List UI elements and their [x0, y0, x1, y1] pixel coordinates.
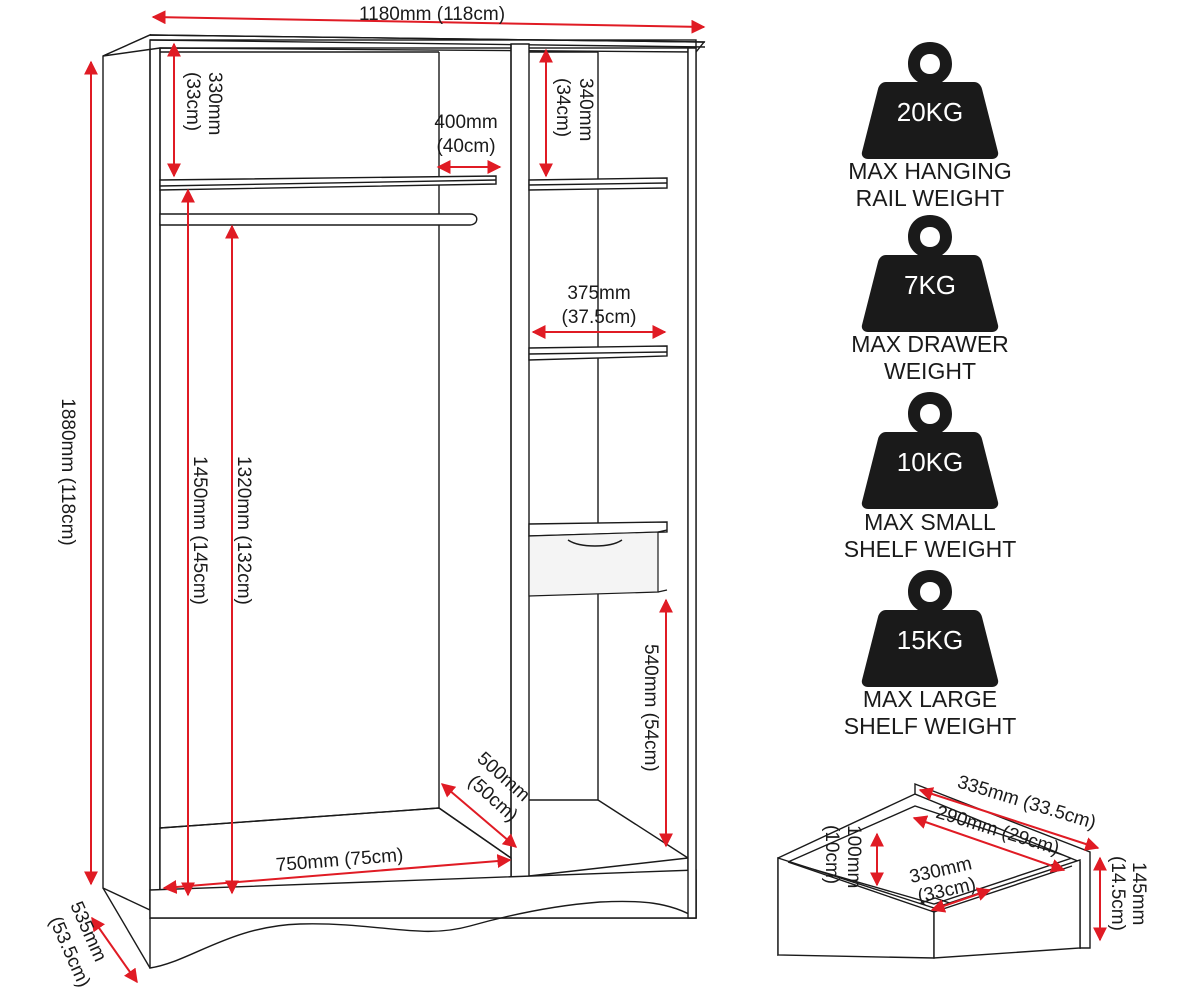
wardrobe-drawing	[102, 33, 706, 969]
drawer-outer-height-label-cm: (14.5cm)	[1107, 856, 1128, 931]
weight-panel: 20KG MAX HANGING RAIL WEIGHT 7KG MAX DRA…	[844, 42, 1017, 739]
weight-value: 20KG	[897, 97, 964, 127]
shelf-width-label-cm: (37.5cm)	[562, 307, 637, 328]
centre-divider	[510, 43, 530, 879]
weight-value: 7KG	[904, 270, 956, 300]
weight-label-line2: WEIGHT	[884, 358, 976, 384]
weight-label-line1: MAX SMALL	[864, 509, 996, 535]
hanging-rail	[159, 213, 478, 226]
drawer-inner-height-label-mm: 100mm	[843, 825, 864, 888]
top-right-label-cm: (34cm)	[552, 78, 573, 137]
top-left-label-cm: (33cm)	[182, 72, 203, 131]
weight-label-line1: MAX LARGE	[863, 686, 997, 712]
height-label: 1880mm (118cm)	[57, 398, 78, 545]
drawer-front	[528, 531, 659, 597]
drawer-inner-depth-arrow	[912, 815, 1066, 873]
weight-item-2: 7KG MAX DRAWER WEIGHT	[851, 215, 1009, 384]
plinth-shaped-base	[149, 900, 697, 969]
rail-depth-label-mm: 400mm	[434, 112, 497, 133]
rail-depth-label-cm: (40cm)	[436, 136, 495, 157]
drawer-inner-height-label-cm: (10cm)	[821, 825, 842, 884]
weight-label-line2: SHELF WEIGHT	[844, 713, 1017, 739]
weight-label-line2: SHELF WEIGHT	[844, 536, 1017, 562]
weight-item-1: 20KG MAX HANGING RAIL WEIGHT	[848, 42, 1012, 211]
width-arrow	[151, 10, 706, 34]
drawer-outer-height-label-mm: 145mm	[1128, 862, 1149, 925]
weight-label-line1: MAX HANGING	[848, 158, 1012, 184]
shelf-width-label-mm: 375mm	[567, 283, 630, 304]
lower-right-label: 540mm (54cm)	[640, 644, 661, 772]
drawer-arrows	[870, 787, 1107, 942]
left-side-panel	[102, 33, 151, 912]
rail-height-label: 1320mm (132cm)	[233, 456, 254, 605]
inner-depth-arrow	[440, 783, 518, 848]
dimension-arrows	[84, 10, 706, 984]
inner-width-arrow	[162, 854, 512, 894]
weight-label-line2: RAIL WEIGHT	[856, 185, 1005, 211]
weight-item-3: 10KG MAX SMALL SHELF WEIGHT	[844, 392, 1017, 562]
left-bottom-panel	[159, 807, 512, 891]
weight-value: 10KG	[897, 447, 964, 477]
top-left-label-mm: 330mm	[204, 72, 225, 135]
drawer-inner-width-arrow	[930, 887, 992, 913]
depth-arrow	[91, 916, 138, 984]
weight-item-4: 15KG MAX LARGE SHELF WEIGHT	[844, 570, 1017, 739]
width-label: 1180mm (118cm)	[359, 4, 505, 25]
top-right-label-mm: 340mm	[575, 78, 596, 141]
drawer-handle	[567, 539, 623, 547]
hang-height-label: 1450mm (145cm)	[189, 456, 210, 605]
weight-value: 15KG	[897, 625, 964, 655]
weight-label-line1: MAX DRAWER	[851, 331, 1009, 357]
